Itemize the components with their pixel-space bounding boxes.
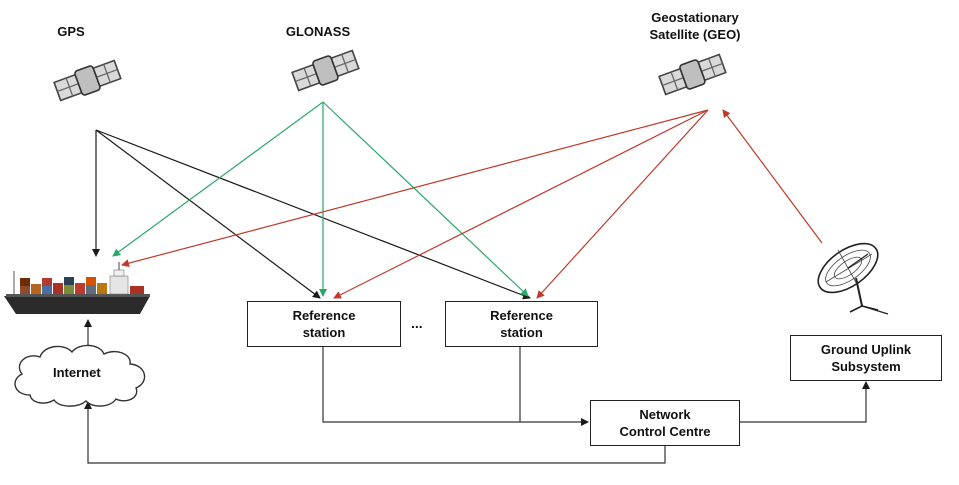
geo-to-ref1-arrow: [333, 109, 709, 299]
internet-cloud-icon: [14, 344, 146, 407]
ncc-to-internet-line: [84, 401, 666, 464]
ground-uplink-line2: Subsystem: [831, 359, 901, 374]
ncc-to-uplink-line: [740, 381, 870, 423]
geo-label-line1: Geostationary: [651, 10, 739, 25]
ellipsis-more-stations: ...: [411, 315, 423, 331]
geo-satellite-icon: [657, 50, 728, 99]
network-control-centre-line2: Control Centre: [619, 424, 711, 439]
glonass-signal-arrows: [112, 101, 529, 297]
uplink-to-geo-arrow: [722, 109, 823, 244]
gps-to-ref1-arrow: [95, 129, 321, 299]
glonass-label: GLONASS: [270, 23, 366, 40]
geo-to-ref2-arrow: [536, 109, 709, 299]
reference-station-1-line1: Reference: [292, 308, 356, 323]
internet-label: Internet: [53, 365, 101, 380]
geo-label-line2: Satellite (GEO): [649, 27, 741, 42]
gps-label: GPS: [48, 23, 94, 40]
gps-label-text: GPS: [57, 24, 85, 39]
ref1-to-ncc-line: [322, 347, 589, 426]
geo-signal-arrows: [121, 109, 823, 299]
cargo-ship-icon: [4, 262, 150, 314]
network-control-centre: Network Control Centre: [590, 400, 740, 446]
reference-station-1-line2: station: [302, 325, 346, 340]
gps-satellite-icon: [52, 56, 123, 105]
glonass-to-ship-arrow: [112, 101, 324, 257]
glonass-satellite-icon: [290, 46, 361, 95]
ground-connections: [84, 319, 870, 464]
satellite-dish-icon: [817, 242, 889, 315]
ground-uplink-subsystem: Ground Uplink Subsystem: [790, 335, 942, 381]
reference-station-2-line2: station: [500, 325, 543, 340]
reference-station-1: Reference station: [247, 301, 401, 347]
ground-uplink-line1: Ground Uplink: [820, 342, 912, 357]
geo-label: Geostationary Satellite (GEO): [620, 9, 770, 43]
geo-to-ship-arrow: [121, 109, 709, 268]
reference-station-2-line1: Reference: [490, 308, 553, 323]
network-control-centre-line1: Network: [639, 407, 691, 422]
glonass-label-text: GLONASS: [285, 24, 351, 39]
glonass-to-ref2-arrow: [322, 101, 529, 297]
reference-station-2: Reference station: [445, 301, 598, 347]
